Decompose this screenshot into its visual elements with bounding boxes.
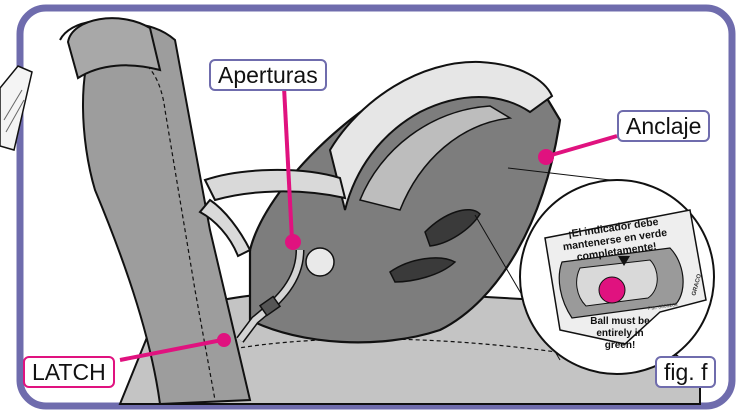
label-aperturas: Aperturas — [209, 59, 327, 91]
label-latch: LATCH — [23, 356, 115, 388]
indicator-english-text: Ball must be entirely in green! — [580, 316, 660, 352]
label-anclaje: Anclaje — [617, 110, 710, 142]
figure-label: fig. f — [655, 356, 716, 388]
indicator-ball — [599, 277, 625, 303]
